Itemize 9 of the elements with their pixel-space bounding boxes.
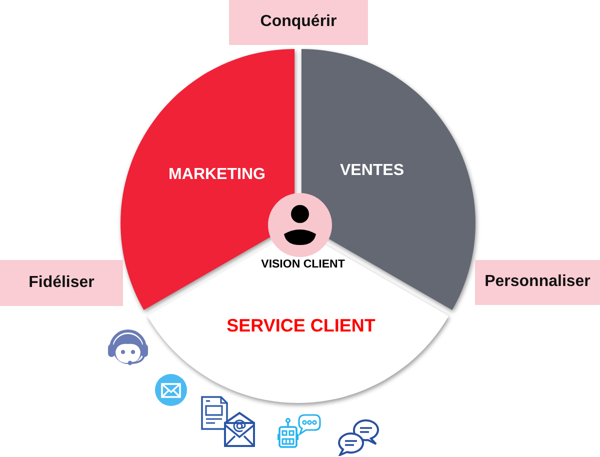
segment-label: VENTES	[340, 162, 404, 180]
tag-label: Conquérir	[260, 13, 337, 32]
tag-box	[229, 0, 368, 45]
tag-label: Fidéliser	[28, 274, 94, 292]
tag-box	[0, 260, 123, 306]
tag-label: Personnaliser	[484, 273, 590, 292]
pie-segment	[301, 49, 476, 310]
tag-box	[475, 260, 600, 305]
segment-label: MARKETING	[168, 166, 266, 184]
